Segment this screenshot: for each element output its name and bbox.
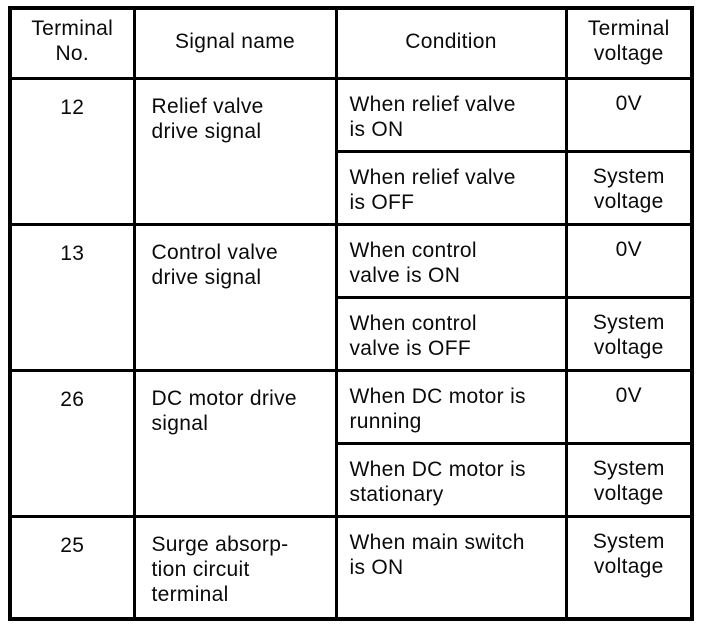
cell-voltage: 0V	[564, 222, 694, 299]
cell-terminal-no-26: 26	[8, 368, 136, 518]
cell-voltage: System voltage	[564, 295, 694, 372]
cell-voltage: System voltage	[564, 149, 694, 226]
cell-condition: When relief valve is OFF	[334, 149, 568, 226]
cell-signal-name-12: Relief valve drive signal	[132, 76, 338, 226]
table-row: 12 Relief valve drive signal When relief…	[8, 76, 694, 226]
header-condition: Condition	[334, 6, 568, 80]
cell-voltage: System voltage	[564, 441, 694, 518]
cell-voltage: 0V	[564, 76, 694, 153]
header-terminal-no: Terminal No.	[8, 6, 136, 80]
cell-terminal-no-12: 12	[8, 76, 136, 226]
table-row: 25 Surge absorp- tion circuit terminal W…	[8, 514, 694, 621]
cell-terminal-no-25: 25	[8, 514, 136, 621]
header-terminal-voltage: Terminal voltage	[564, 6, 694, 80]
table-row: 13 Control valve drive signal When contr…	[8, 222, 694, 372]
cell-signal-name-26: DC motor drive signal	[132, 368, 338, 518]
table-header-row: Terminal No. Signal name Condition Termi…	[8, 6, 694, 80]
cell-condition: When control valve is OFF	[334, 295, 568, 372]
cell-signal-name-25: Surge absorp- tion circuit terminal	[132, 514, 338, 621]
cell-condition: When DC motor is running	[334, 368, 568, 445]
table-row: When DC motor is stationary System volta…	[10, 441, 694, 518]
cell-condition: When relief valve is ON	[334, 76, 568, 153]
cell-terminal-no-13: 13	[8, 222, 136, 372]
cell-condition: When control valve is ON	[334, 222, 568, 299]
cell-condition: When main switch is ON	[334, 514, 568, 621]
cell-voltage: 0V	[564, 368, 694, 445]
cell-signal-name-13: Control valve drive signal	[132, 222, 338, 372]
terminal-signal-table: Terminal No. Signal name Condition Termi…	[8, 6, 694, 621]
cell-condition: When DC motor is stationary	[334, 441, 568, 518]
table-row: When relief valve is OFF System voltage	[10, 149, 694, 226]
table-row: 26 DC motor drive signal When DC motor i…	[8, 368, 694, 518]
header-signal-name: Signal name	[132, 6, 338, 80]
table-row: When control valve is OFF System voltage	[10, 295, 694, 372]
cell-voltage: System voltage	[564, 514, 694, 621]
